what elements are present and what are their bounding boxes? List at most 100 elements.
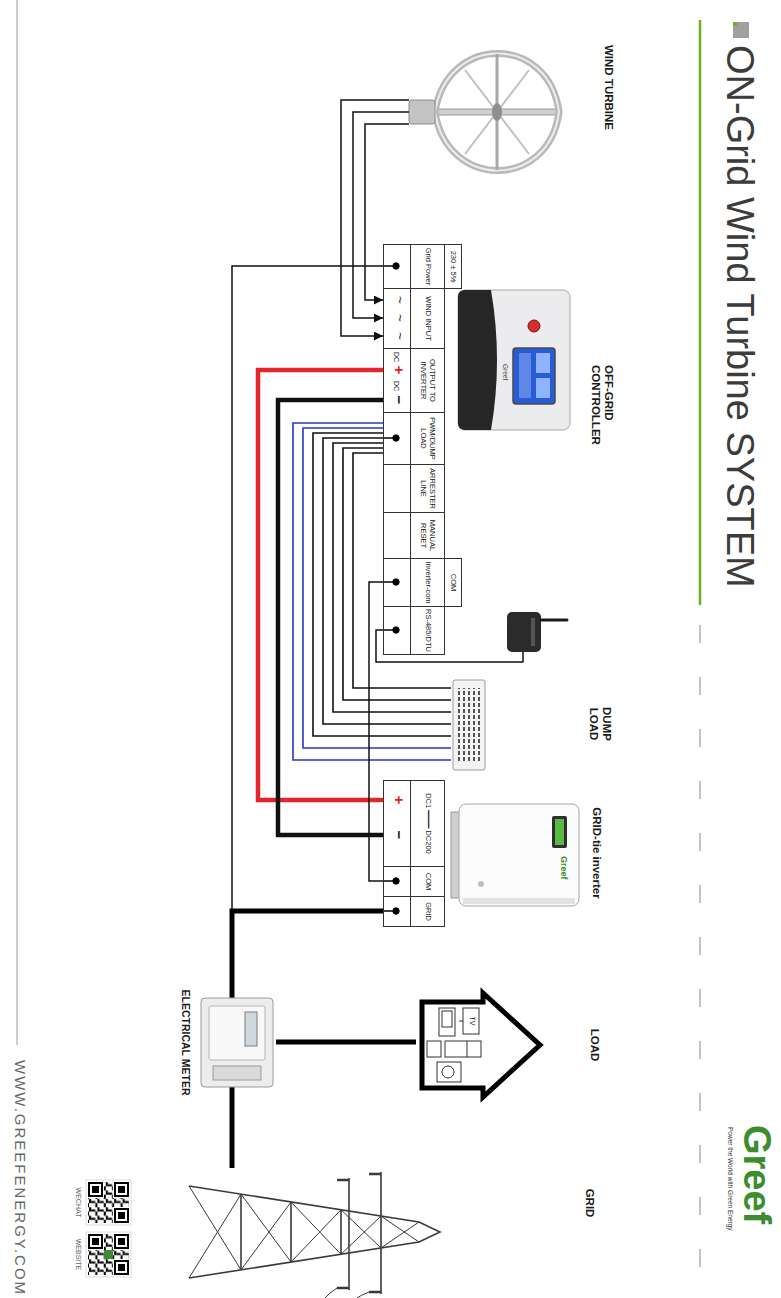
terminal-mark: DC: [392, 352, 400, 362]
wire-connector: [343, 448, 451, 700]
terminal-cell: COM: [383, 866, 445, 897]
wind-turbine-drawing: [465, 70, 529, 154]
meter-drawing: [245, 1012, 257, 1046]
grid-tower-drawing: [189, 1186, 419, 1278]
grid-tower-drawing: [189, 1186, 440, 1278]
wire-connector: [232, 911, 383, 985]
qr-code: [88, 1182, 103, 1197]
qr-code: [114, 1260, 129, 1275]
terminal-name: Inverter-com: [410, 559, 444, 606]
qr-code: [86, 1180, 131, 1225]
terminal-dot: [393, 878, 399, 884]
qr-code: [88, 1234, 129, 1275]
controller-drawing: [458, 290, 570, 430]
house-drawing: [445, 1041, 481, 1057]
wire-connector: [341, 100, 409, 336]
meter-drawing: [213, 1066, 261, 1080]
qr-code: [114, 1208, 129, 1223]
terminal-symbol: ~: [392, 311, 407, 325]
node-label: WIND TURBINE: [602, 45, 615, 165]
meter-drawing: [209, 1006, 265, 1060]
qr-code: [113, 1233, 130, 1250]
qr-code: [92, 1238, 99, 1245]
qr-code: [90, 1184, 101, 1195]
dtu-module: [541, 619, 567, 622]
meter-drawing: [201, 985, 273, 1100]
grid-tie-inverter: GRID-tie inverterDC1 ━━━━ DC200COMGRID: [381, 775, 605, 931]
meter-drawing: [230, 1087, 235, 1100]
off-grid-controller: OFF-GRID CONTROLLER230 ± 5%Grid PowerWIN…: [379, 240, 618, 656]
dump-load-drawing: [453, 680, 485, 770]
terminal-dot: [383, 910, 393, 912]
terminal-cell: PWM/DUMP LOAD: [383, 412, 445, 465]
terminal-dot: [393, 908, 399, 914]
wire-connector: [276, 1040, 416, 1045]
terminal-name: PWM/DUMP LOAD: [410, 413, 444, 464]
house-drawing: [439, 1008, 455, 1036]
qr-code: [116, 1210, 127, 1221]
qr-code: [88, 1234, 103, 1249]
qr-code: [88, 1182, 129, 1223]
house-drawing: [427, 1008, 481, 1082]
inverter-drawing: [555, 819, 564, 845]
terminal-dot: [383, 437, 393, 439]
grid: GRID: [189, 1168, 601, 1296]
footer-rule: [17, 0, 18, 1045]
wire-connector: [232, 266, 383, 985]
qr-code: [113, 1181, 130, 1198]
terminal-cell: ARRESTER LINE: [383, 464, 445, 513]
wire-connector: [323, 438, 451, 724]
qr-code: [90, 1236, 101, 1247]
title-bullet: [733, 22, 737, 26]
terminal-cell: DC1 ━━━━ DC200: [383, 780, 445, 867]
controller-drawing: [458, 290, 570, 430]
terminal-name: DC1 ━━━━ DC200: [410, 781, 444, 866]
wind-turbine-drawing: [409, 54, 559, 171]
node-label: GRID: [583, 1178, 596, 1228]
grid-tower-drawing: [189, 1172, 440, 1298]
house-drawing: [459, 1021, 463, 1022]
terminal-name: GRID: [410, 897, 444, 926]
polarity-sign: +: [391, 793, 408, 807]
terminal-name: COM: [410, 867, 444, 896]
qr-caption: WEBSITE: [74, 1232, 82, 1277]
grid-tower-drawing: [325, 1288, 369, 1298]
qr-code: [116, 1262, 127, 1273]
qr-code: [118, 1238, 125, 1245]
brand-slogan: Power the World with Green Energy: [727, 1127, 734, 1231]
inverter-drawing: [451, 804, 579, 906]
qr-code: [118, 1186, 125, 1193]
brand-logo: Greef: [734, 1125, 778, 1224]
controller-drawing: [519, 353, 531, 398]
controller-drawing: [536, 353, 550, 373]
terminal-cell: GRID: [383, 896, 445, 927]
wind-turbine: WIND TURBINE: [409, 30, 618, 190]
terminal-name: Grid Power: [410, 245, 444, 288]
house-drawing: [442, 1066, 454, 1078]
node-label: OFF-GRID CONTROLLER: [589, 365, 615, 465]
terminal-name: RS-485/DTU: [410, 607, 444, 654]
wire-connector: [230, 1100, 235, 1168]
house-drawing: [442, 1011, 452, 1027]
qr-code: [118, 1264, 125, 1271]
terminal-dot: [393, 579, 399, 585]
polarity-sign: +: [391, 363, 408, 377]
dump-load-drawing: [453, 680, 485, 770]
wind-turbine-drawing: [409, 100, 435, 124]
wire-connector: [313, 433, 451, 736]
qr-code: [86, 1232, 131, 1277]
inverter-drawing: [459, 804, 579, 906]
terminal-heading: COM: [444, 558, 462, 607]
terminal-dot: [383, 880, 393, 882]
controller-drawing: [458, 290, 497, 430]
header-rule: [699, 20, 702, 605]
dtu-module: [531, 618, 535, 646]
grid-tower-drawing: [337, 1174, 381, 1292]
terminal-dot: [393, 627, 399, 633]
inverter-drawing: [463, 898, 575, 904]
terminal-dot: [383, 629, 393, 631]
meter-drawing: [230, 985, 235, 998]
terminal-dot: [383, 581, 393, 583]
